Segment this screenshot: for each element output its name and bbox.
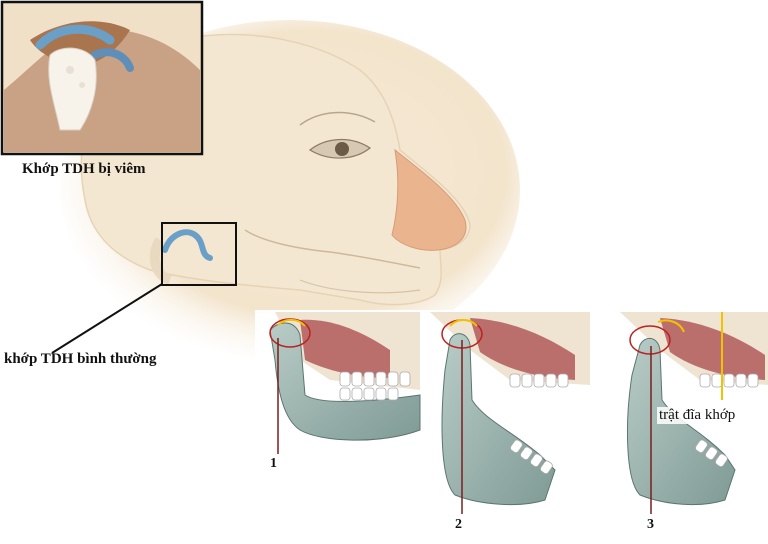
mandible-1 [269,322,421,441]
stage-1-number: 1 [270,456,277,471]
jaw-stages-panel [255,310,768,544]
jaw-stage-2 [430,312,590,514]
stage-2-number: 2 [455,517,462,532]
stage-3-number: 3 [647,517,654,532]
normal-joint-pointer [51,283,163,354]
inflamed-joint-inset [0,0,204,156]
mandible-2 [441,333,556,506]
jaw-stage-1 [269,312,421,454]
normal-joint-label: khớp TDH bình thường [4,351,157,367]
tmj-focus-box [161,222,237,286]
tmj-joint-on-face [149,229,213,285]
disc-dislocation-label: trật đĩa khớp [657,407,738,424]
nose-shape [391,148,467,251]
inset-caption: Khớp TDH bị viêm [22,161,146,177]
